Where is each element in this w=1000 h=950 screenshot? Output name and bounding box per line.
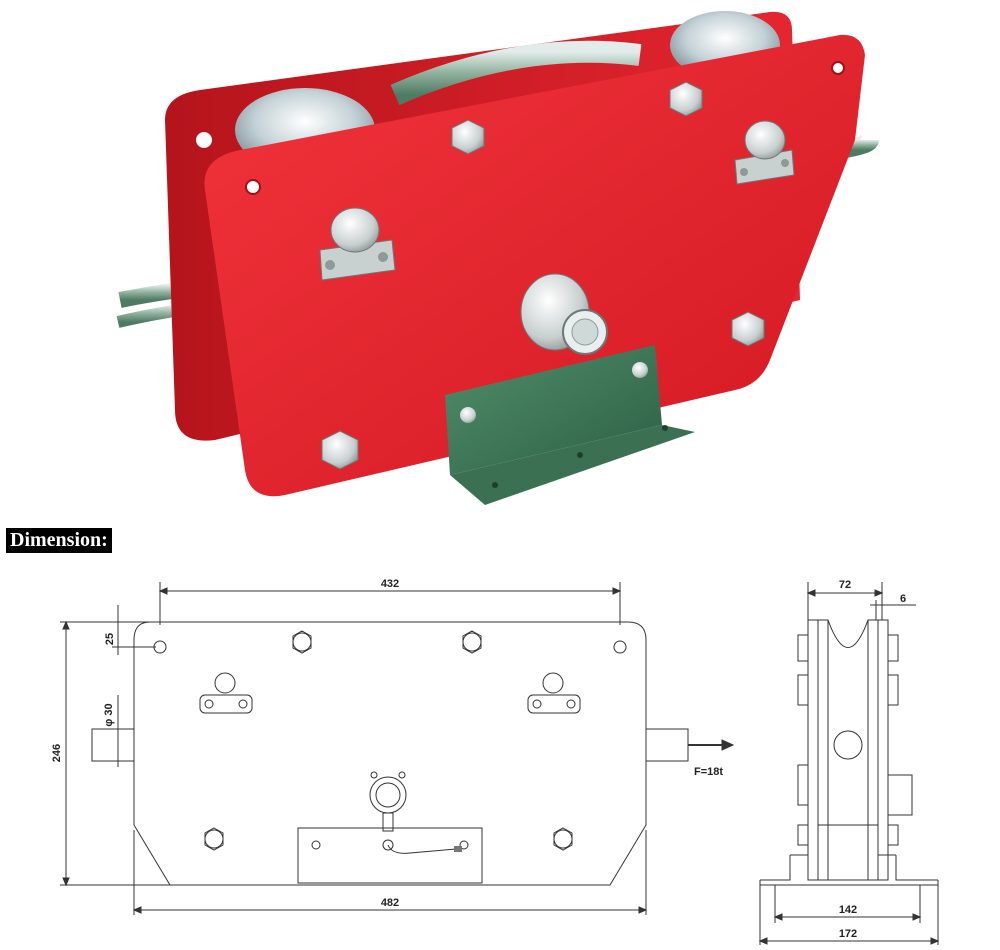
hex-bolt bbox=[669, 81, 703, 117]
dimension-drawing: 432 25 φ 30 F=18t bbox=[51, 578, 940, 945]
dim-height: 246 bbox=[51, 744, 63, 762]
dim-side-width: 72 bbox=[839, 579, 851, 591]
dim-shaft-diameter: φ 30 bbox=[103, 703, 115, 726]
hex-bolt bbox=[321, 430, 359, 470]
hex-bolt bbox=[731, 311, 765, 347]
mounting-hole bbox=[245, 179, 261, 195]
mounting-bracket bbox=[445, 345, 695, 505]
side-view: 72 6 bbox=[758, 579, 940, 945]
axle-lock-plate-left bbox=[319, 207, 396, 281]
hex-bolt bbox=[451, 119, 485, 155]
dim-inner-base: 142 bbox=[839, 904, 857, 916]
dim-plate-thickness: 6 bbox=[900, 593, 906, 605]
mounting-hole bbox=[831, 61, 845, 75]
section-label: Dimension: bbox=[6, 528, 112, 553]
dim-hole-offset: 25 bbox=[104, 633, 116, 645]
dim-top-width: 432 bbox=[381, 578, 399, 590]
product-photo bbox=[116, 11, 879, 505]
front-plate-outline bbox=[133, 621, 647, 886]
axle-lock-plate-right bbox=[734, 120, 795, 185]
dim-bottom-width: 482 bbox=[381, 897, 399, 909]
dim-outer-base: 172 bbox=[839, 928, 857, 940]
force-label: F=18t bbox=[694, 766, 723, 778]
front-plate bbox=[204, 34, 865, 497]
front-view: 432 25 φ 30 F=18t bbox=[51, 578, 735, 915]
